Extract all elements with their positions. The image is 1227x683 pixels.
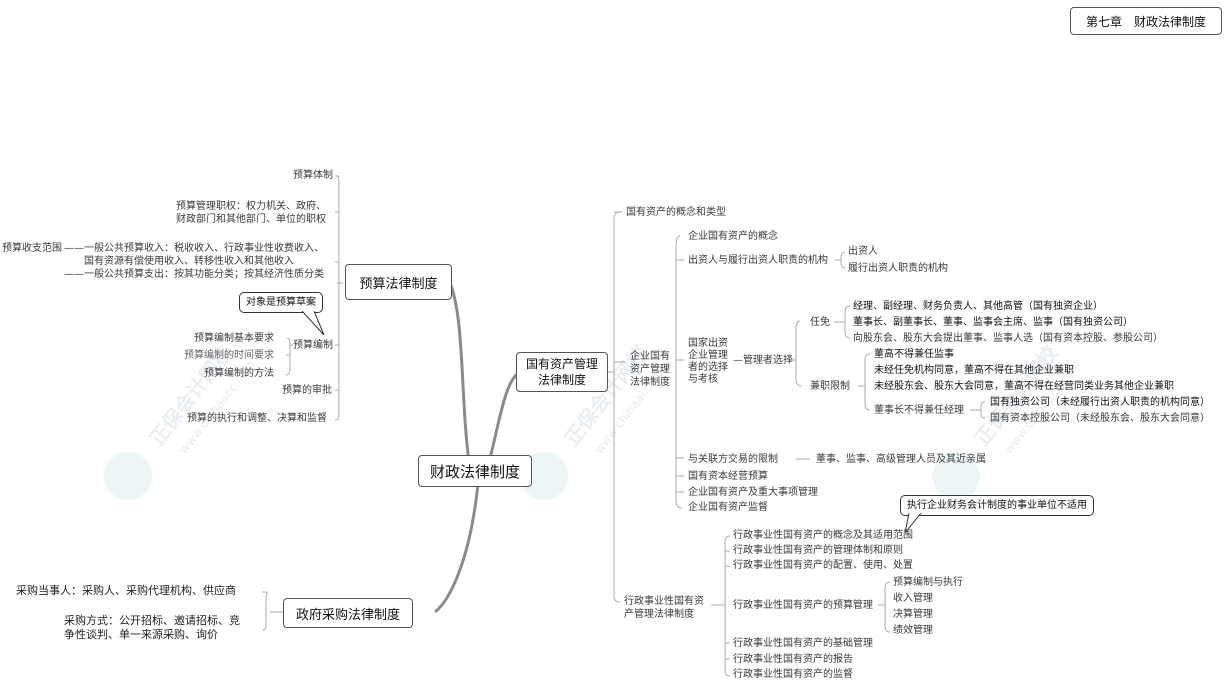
watermark-logo	[932, 452, 980, 500]
ent-related-1: 董事、监事、高级管理人员及其近亲属	[816, 454, 986, 465]
ent-limit-4a: 国有独资公司（未经履行出资人职责的机构同意）	[990, 397, 1210, 408]
ent-limit-3: 未经股东会、股东大会同意，董高不得在经营同类业务其他企业兼职	[874, 381, 1174, 392]
admin-item-3: 行政事业性国有资产的配置、使用、处置	[733, 560, 913, 571]
ent-investor: 出资人与履行出资人职责的机构	[688, 255, 828, 266]
procure-method-line2: 争性谈判、单一来源采购、询价	[64, 628, 218, 641]
admin-label-2: 产管理法律制度	[624, 609, 694, 620]
ent-select-label-2: 企业管理	[688, 350, 728, 361]
admin-item-4b: 收入管理	[893, 593, 933, 604]
ent-limit: 兼职限制	[810, 381, 850, 392]
admin-item-4c: 决算管理	[893, 609, 933, 620]
budget-scope-line2: 国有资源有偿使用收入、转移性收入和其他收入	[84, 256, 294, 267]
ent-major: 企业国有资产及重大事项管理	[688, 487, 818, 498]
ent-select-label-1: 国家出资	[688, 338, 728, 349]
ent-select-label-4: 与考核	[688, 374, 718, 385]
procure-method-line1: 采购方式：公开招标、邀请招标、竞	[64, 614, 240, 627]
ent-limit-4: 董事长不得兼任经理	[874, 405, 964, 416]
ent-appoint-2: 董事长、副董事长、董事、监事会主席、监事（国有独资公司）	[853, 317, 1133, 328]
ent-limit-2: 未经任免机构同意，董高不得在其他企业兼职	[874, 365, 1074, 376]
admin-item-4: 行政事业性国有资产的预算管理	[733, 600, 873, 611]
watermark-logo	[104, 452, 152, 500]
ent-appoint-3: 向股东会、股东大会提出董事、监事人选（国有资本控股、参股公司）	[853, 333, 1163, 344]
topic-budget-law[interactable]: 预算法律制度	[345, 264, 452, 300]
topic-state-assets-law[interactable]: 国有资产管理 法律制度	[516, 352, 608, 392]
callout-pointer	[905, 513, 922, 534]
state-title-line2: 法律制度	[537, 373, 586, 387]
state-title-line1: 国有资产管理	[525, 357, 598, 371]
ent-concept: 企业国有资产的概念	[688, 231, 778, 242]
ent-supervise: 企业国有资产监督	[688, 502, 768, 513]
ent-select-label-3: 者的选择	[688, 362, 728, 373]
ent-investor-1: 出资人	[848, 246, 878, 257]
ent-label-1: 企业国有	[630, 351, 670, 362]
ent-select: 管理者选择	[743, 355, 793, 366]
budget-compile: 预算编制	[293, 340, 333, 351]
budget-compile-3: 预算编制的方法	[204, 368, 274, 379]
center-topic[interactable]: 财政法律制度	[418, 455, 532, 487]
ent-limit-4b: 国有资本控股公司（未经股东会、股东大会同意）	[990, 413, 1210, 424]
ent-select-dash: —	[733, 355, 743, 366]
admin-item-4d: 绩效管理	[893, 625, 933, 636]
admin-item-4a: 预算编制与执行	[893, 577, 963, 588]
admin-item-6: 行政事业性国有资产的报告	[733, 654, 853, 665]
ent-label-2: 资产管理	[630, 364, 670, 375]
admin-item-2: 行政事业性国有资产的管理体制和原则	[733, 545, 903, 556]
ent-investor-2: 履行出资人职责的机构	[848, 263, 948, 274]
admin-item-7: 行政事业性国有资产的监督	[733, 669, 853, 680]
budget-review: 预算的审批	[282, 385, 332, 396]
ent-limit-1: 董高不得兼任监事	[874, 349, 954, 360]
budget-scope-line1: ——一般公共预算收入：税收收入、行政事业性收费收入、	[64, 243, 324, 254]
ent-appoint: 任免	[810, 317, 830, 328]
budget-duty-line1: 预算管理职权：权力机关、政府、	[176, 201, 326, 212]
callout-pointer	[301, 311, 325, 336]
ent-label-3: 法律制度	[630, 377, 670, 388]
admin-label-1: 行政事业性国有资	[624, 596, 704, 607]
budget-compile-2: 预算编制的时间要求	[184, 350, 274, 361]
admin-callout: 执行企业财务会计制度的事业单位不适用	[900, 495, 1094, 516]
ent-related: 与关联方交易的限制	[688, 454, 778, 465]
budget-system: 预算体制	[293, 170, 333, 181]
topic-procurement-law[interactable]: 政府采购法律制度	[283, 598, 413, 628]
budget-compile-1: 预算编制基本要求	[194, 333, 274, 344]
budget-scope-label: 预算收支范围	[2, 243, 62, 254]
chapter-tag: 第七章 财政法律制度	[1070, 7, 1222, 35]
budget-duty-line2: 财政部门和其他部门、单位的职权	[176, 214, 326, 225]
ent-budget: 国有资本经营预算	[688, 471, 768, 482]
procure-party: 采购当事人：采购人、采购代理机构、供应商	[16, 584, 236, 597]
budget-execute: 预算的执行和调整、决算和监督	[187, 413, 327, 424]
ent-appoint-1: 经理、副经理、财务负责人、其他高管（国有独资企业）	[853, 301, 1103, 312]
budget-callout: 对象是预算草案	[239, 292, 323, 313]
budget-scope-line3: ——一般公共预算支出：按其功能分类；按其经济性质分类	[64, 269, 324, 280]
state-concept: 国有资产的概念和类型	[626, 207, 726, 218]
admin-item-1: 行政事业性国有资产的概念及其适用范围	[733, 530, 913, 541]
admin-item-5: 行政事业性国有资产的基础管理	[733, 638, 873, 649]
